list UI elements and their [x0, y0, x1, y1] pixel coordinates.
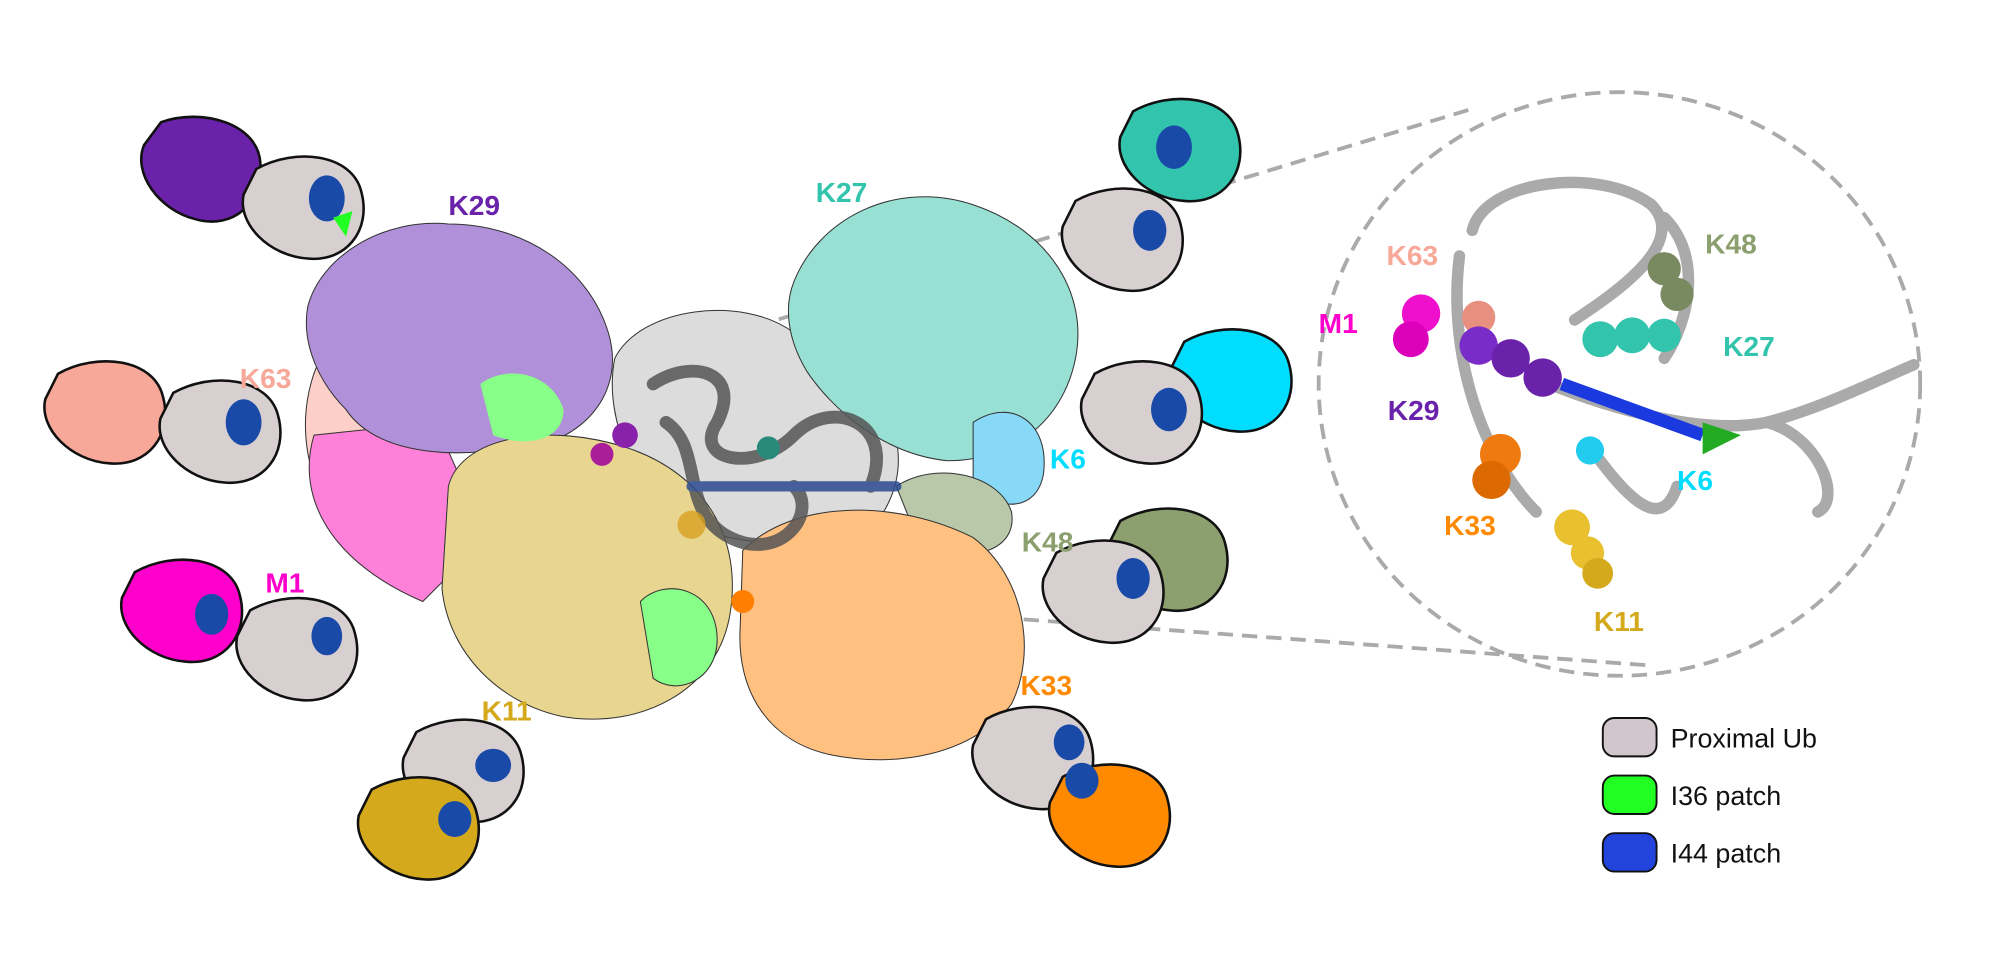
legend-item-i36-patch: I36 patch	[1601, 774, 1782, 815]
inset-label-k33: K33	[1444, 510, 1496, 541]
m1-surface	[308, 421, 488, 603]
label-k11: K11	[482, 696, 532, 727]
legend-label: I36 patch	[1671, 781, 1782, 811]
legend-label: Proximal Ub	[1671, 723, 1817, 753]
k63-spheres	[1462, 300, 1496, 335]
k27-spheres	[1582, 317, 1681, 358]
label-k33: K33	[1020, 670, 1072, 701]
k6-spheres	[1575, 436, 1605, 465]
inset-label-k27: K27	[1723, 331, 1775, 362]
inset-label-k6: K6	[1677, 465, 1713, 496]
legend-swatch	[1601, 717, 1658, 758]
inset-label-k48: K48	[1705, 228, 1757, 259]
central-surface-structure	[305, 196, 1079, 761]
k27-surface	[787, 196, 1079, 462]
k33-surface	[739, 509, 1025, 761]
legend-item-proximal-ub: Proximal Ub	[1601, 717, 1817, 758]
k29-surface	[305, 222, 613, 454]
k48-spheres	[1647, 252, 1694, 312]
legend-item-i44-patch: I44 patch	[1601, 832, 1782, 873]
legend: Proximal Ub I36 patch I44 patch	[1601, 717, 1817, 873]
label-m1: M1	[265, 568, 304, 599]
lysine-spheres	[590, 422, 780, 614]
backbone-trace	[646, 364, 902, 551]
label-k48: K48	[1022, 527, 1074, 558]
k11-spheres	[1554, 509, 1614, 589]
inset-label-k11: K11	[1594, 606, 1644, 637]
inset-label-k63: K63	[1387, 240, 1439, 271]
inset-label-k29: K29	[1388, 395, 1440, 426]
label-k27: K27	[816, 177, 868, 208]
k33-spheres	[1472, 433, 1521, 500]
diub-cartoons	[43, 97, 1293, 881]
i36-surface	[639, 588, 718, 687]
inset-structure	[1392, 176, 1920, 589]
legend-label: I44 patch	[1671, 839, 1782, 869]
k29-spheres	[1459, 326, 1562, 397]
m1-spheres	[1392, 294, 1441, 358]
label-k29: K29	[448, 190, 500, 221]
label-k6: K6	[1050, 443, 1086, 474]
legend-swatch	[1601, 774, 1658, 815]
label-k63: K63	[240, 363, 292, 394]
legend-swatch	[1601, 832, 1658, 873]
inset-label-m1: M1	[1319, 308, 1358, 339]
